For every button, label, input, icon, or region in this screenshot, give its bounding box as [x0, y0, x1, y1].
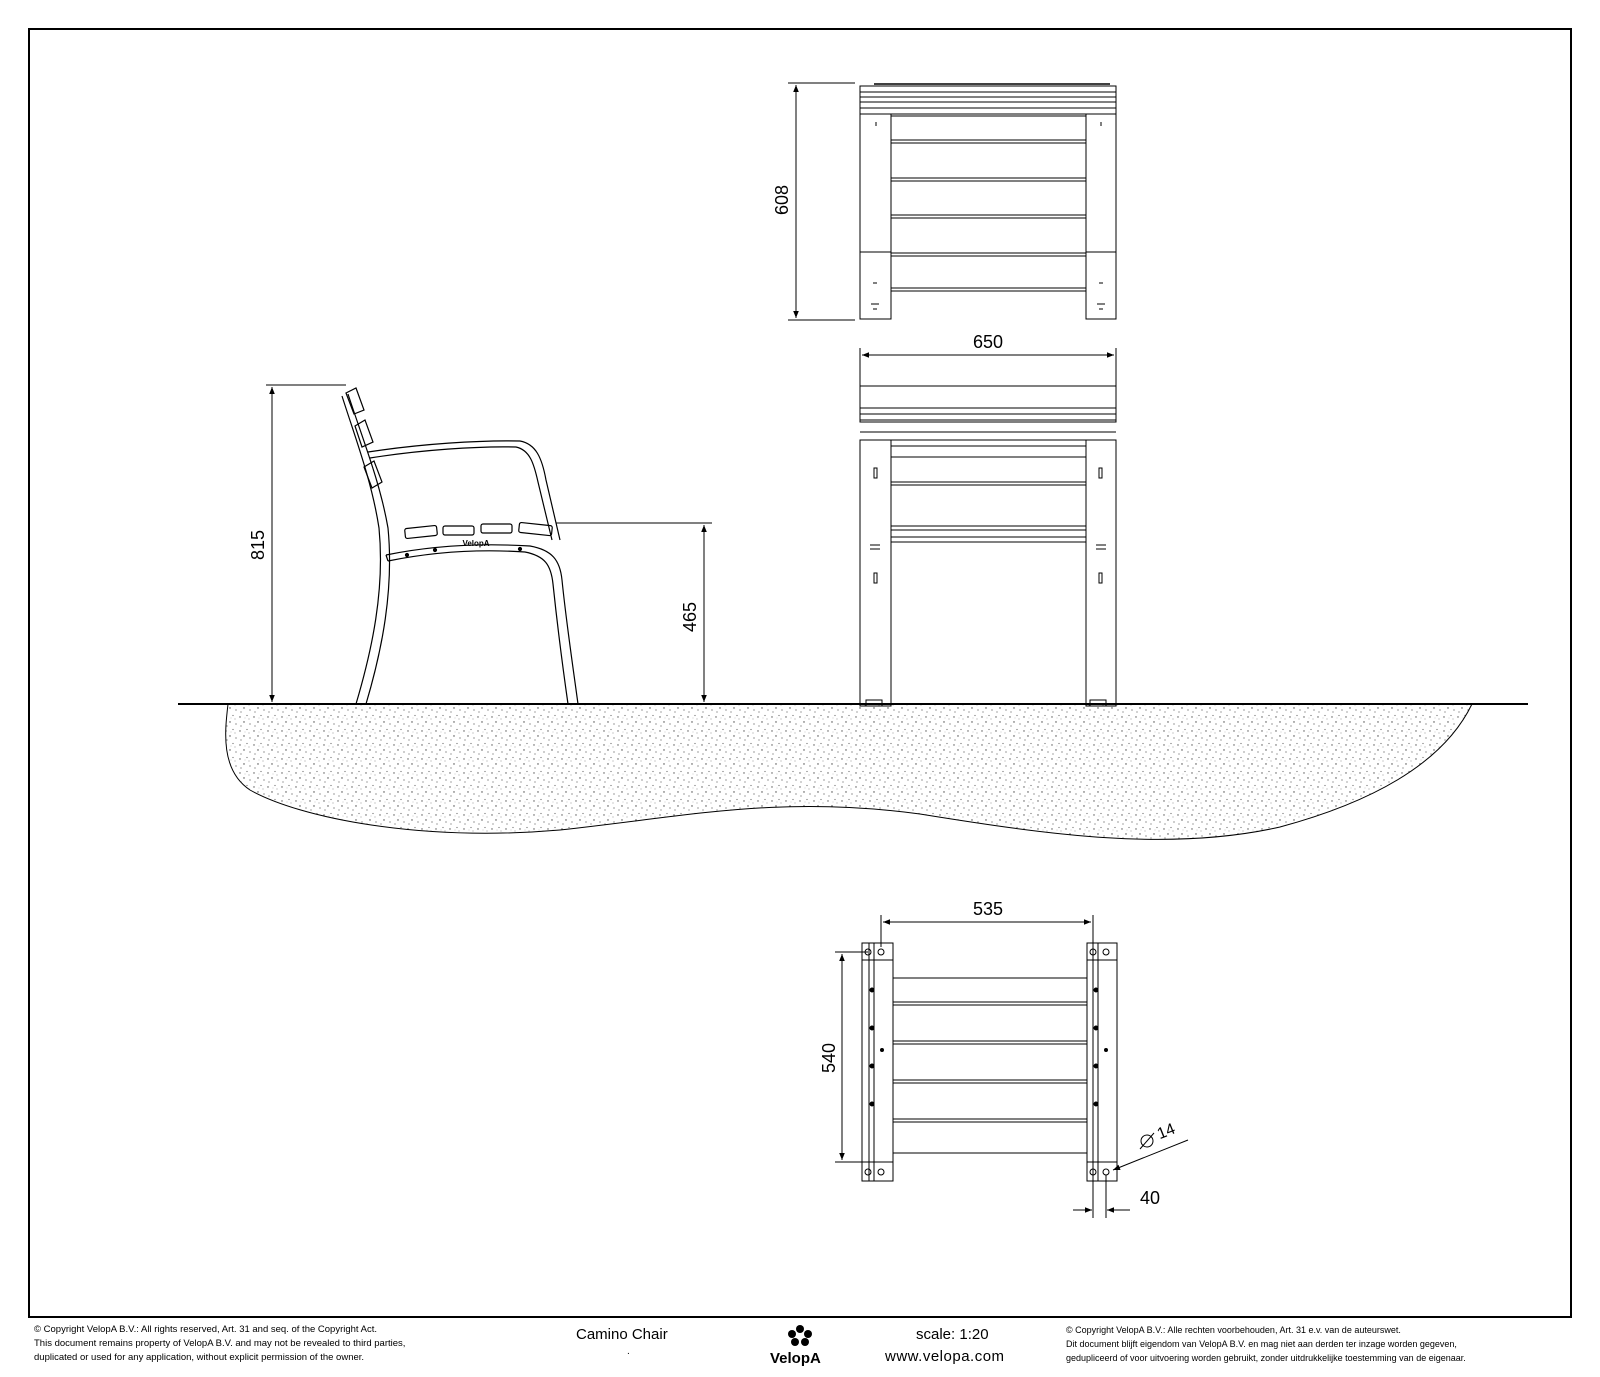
velopa-logo-icon — [788, 1325, 812, 1346]
copyright-en-line: This document remains property of VelopA… — [34, 1338, 406, 1349]
dim-650-label: 650 — [973, 332, 1003, 352]
dim-540-label: 540 — [819, 1043, 839, 1073]
brand-logo-text: VelopA — [770, 1350, 821, 1367]
technical-drawing: 608 — [178, 82, 1528, 1218]
dimension-650 — [859, 348, 1117, 386]
website-link[interactable]: www.velopa.com — [885, 1348, 1005, 1365]
copyright-en: © Copyright VelopA B.V.: All rights rese… — [34, 1323, 405, 1365]
copyright-nl-line: gedupliceerd of voor uitvoering worden g… — [1066, 1353, 1466, 1363]
dim-465-label: 465 — [680, 602, 700, 632]
side-view — [341, 387, 582, 705]
top-view — [859, 83, 1117, 320]
product-sub: . — [627, 1346, 630, 1357]
drawing-frame — [28, 28, 1572, 1318]
copyright-nl: © Copyright VelopA B.V.: Alle rechten vo… — [1066, 1323, 1466, 1365]
dimension-540 — [835, 951, 868, 1163]
copyright-nl-line: © Copyright VelopA B.V.: Alle rechten vo… — [1066, 1325, 1401, 1335]
dim-608-label: 608 — [772, 185, 792, 215]
dimension-608 — [788, 82, 855, 321]
dim-40-label: 40 — [1140, 1188, 1160, 1208]
copyright-nl-line: Dit document blijft eigendom van VelopA … — [1066, 1339, 1457, 1349]
copyright-en-line: duplicated or used for any application, … — [34, 1352, 365, 1363]
dim-535-label: 535 — [973, 899, 1003, 919]
dimension-40 — [1073, 1175, 1130, 1218]
scale-label: scale: 1:20 — [916, 1326, 989, 1343]
dim-hole-14-label: 14 — [1155, 1121, 1178, 1143]
title-block: © Copyright VelopA B.V.: All rights rese… — [0, 1318, 1600, 1377]
dimension-815 — [266, 384, 346, 702]
plan-view — [861, 942, 1118, 1182]
chair-brand-mark: VelopA — [462, 539, 489, 548]
product-name: Camino Chair — [576, 1326, 668, 1343]
dimension-465 — [556, 522, 712, 702]
dimension-hole-14 — [1112, 1132, 1189, 1171]
copyright-en-line: © Copyright VelopA B.V.: All rights rese… — [34, 1324, 378, 1335]
dim-815-label: 815 — [248, 530, 268, 560]
ground-gravel — [225, 703, 1473, 840]
dimension-535 — [880, 915, 1094, 947]
front-view — [859, 385, 1117, 707]
